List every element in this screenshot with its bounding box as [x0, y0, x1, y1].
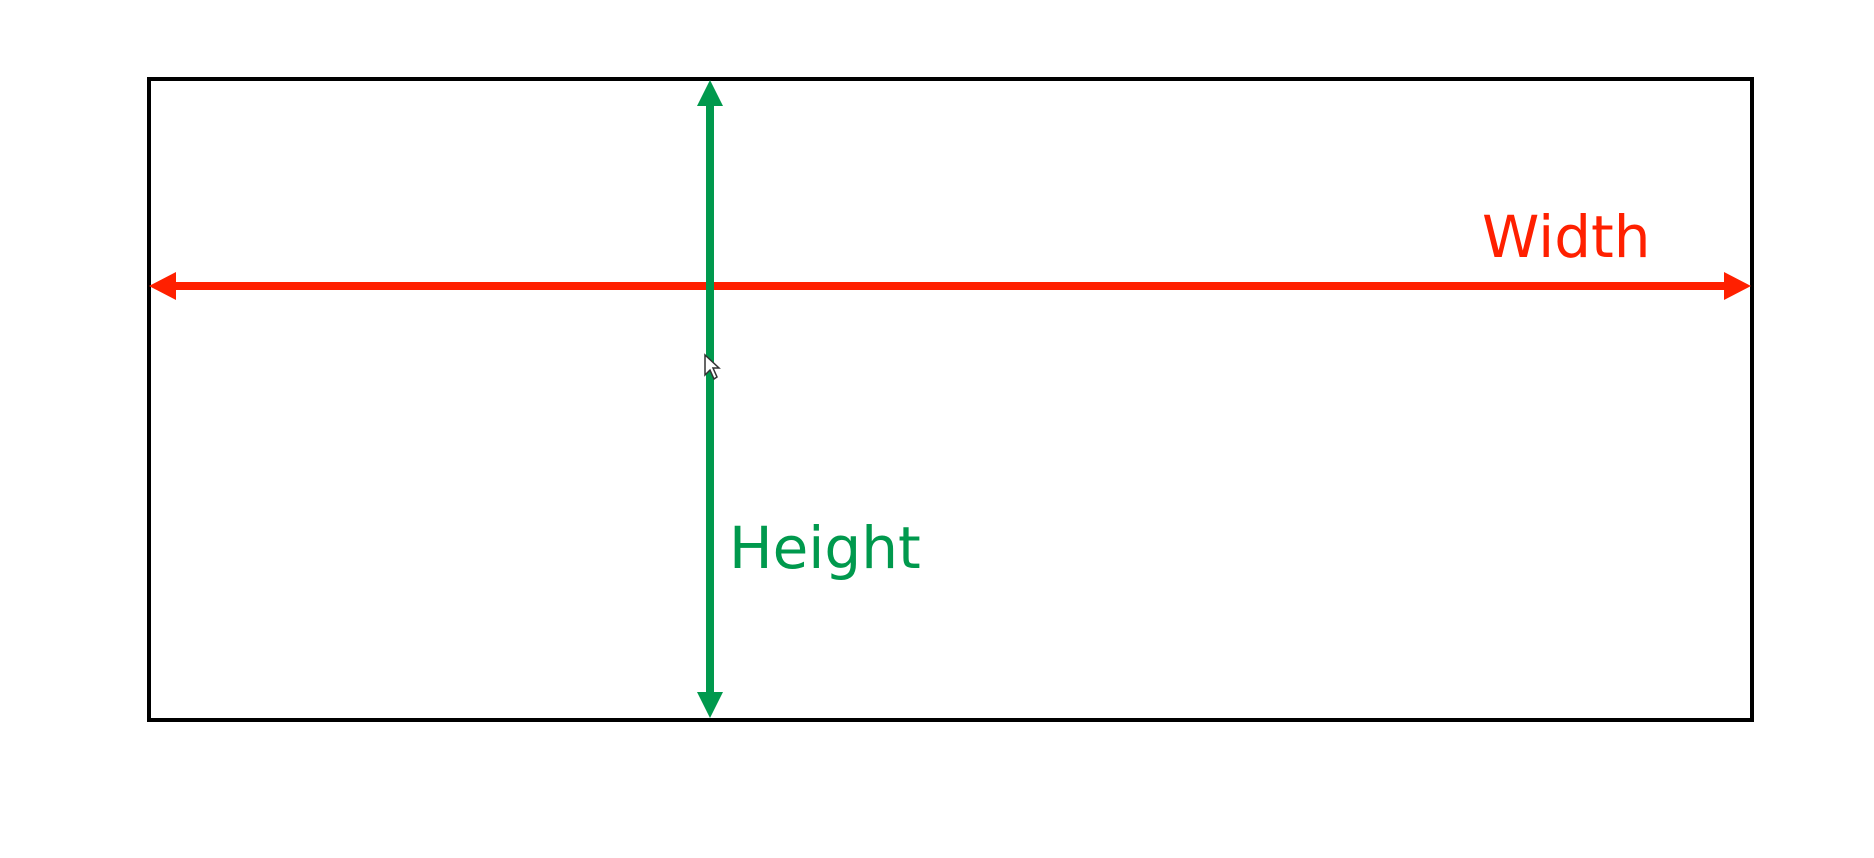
width-arrow: [149, 272, 1751, 300]
height-arrow: [697, 80, 723, 718]
height-arrow-bottom-head: [697, 692, 723, 718]
height-arrow-top-head: [697, 80, 723, 106]
height-label: Height: [729, 514, 921, 582]
width-arrow-left-head: [149, 272, 176, 300]
mouse-pointer-icon: [704, 353, 721, 381]
rectangle-frame: [147, 77, 1754, 722]
width-arrow-right-head: [1724, 272, 1751, 300]
width-label: Width: [1482, 203, 1651, 271]
